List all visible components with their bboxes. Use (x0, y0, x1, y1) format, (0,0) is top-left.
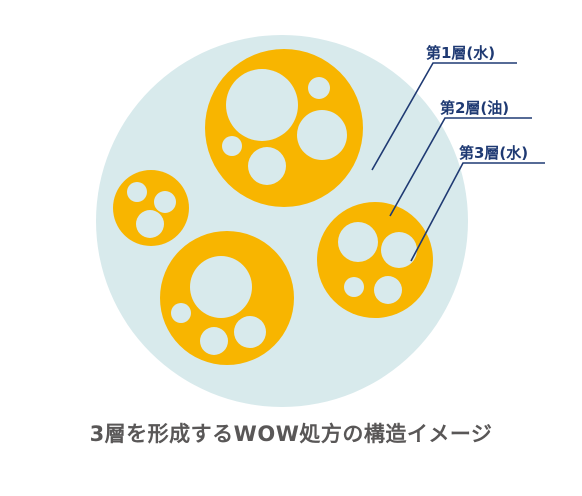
inner-water-droplet (234, 316, 266, 348)
oil-droplet-body (317, 202, 433, 318)
inner-water-droplet (222, 136, 242, 156)
inner-water-droplet (190, 256, 252, 318)
inner-water-droplet (171, 303, 191, 323)
inner-water-droplet (381, 232, 417, 268)
inner-water-droplet (297, 110, 347, 160)
inner-water-droplet (308, 77, 330, 99)
label-layer1: 第1層(水) (426, 44, 495, 62)
inner-water-droplet (338, 222, 378, 262)
inner-water-droplet (136, 210, 164, 238)
inner-water-droplet (374, 276, 402, 304)
label-layer3: 第3層(水) (459, 144, 528, 162)
oil-droplet-right (317, 202, 433, 318)
inner-water-droplet (226, 69, 298, 141)
oil-droplet-bottom (160, 231, 294, 365)
leader-lines (371, 62, 545, 262)
inner-water-droplet (248, 147, 286, 185)
leader-line-layer3 (410, 162, 545, 262)
oil-droplet-top (205, 49, 363, 207)
inner-water-droplet (344, 277, 364, 297)
inner-water-droplet (200, 327, 228, 355)
label-layer2: 第2層(油) (440, 99, 509, 117)
leader-line-layer2 (389, 117, 532, 217)
diagram-caption: 3層を形成するWOW処方の構造イメージ (89, 422, 493, 446)
inner-water-droplet (154, 191, 176, 213)
oil-droplet-left (113, 170, 189, 246)
leader-line-layer1 (371, 62, 517, 171)
inner-water-droplet (127, 182, 147, 202)
